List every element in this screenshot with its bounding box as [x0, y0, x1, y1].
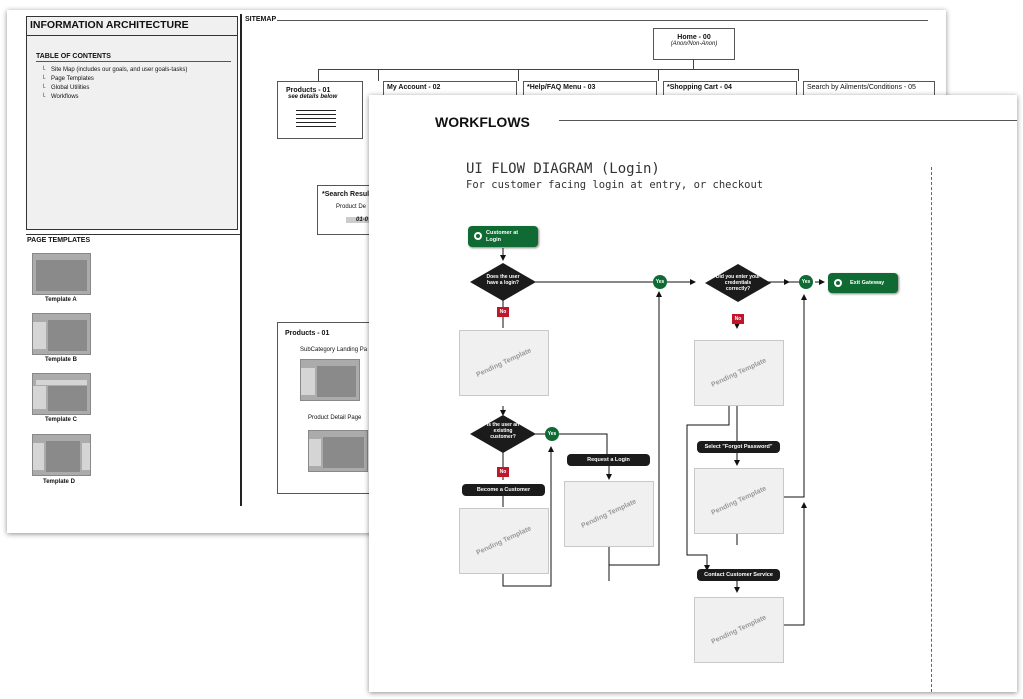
connector [518, 69, 519, 81]
decision-diamond-3[interactable] [705, 264, 771, 302]
search-results-sub: Product De [336, 204, 367, 210]
no-badge: No [497, 307, 509, 317]
toc-item[interactable]: Global Utilities [51, 85, 90, 91]
flow-connectors [500, 248, 825, 626]
request-login-step[interactable]: Request a Login [567, 454, 650, 466]
connector [693, 59, 694, 69]
home-label: Home - 00 [677, 34, 711, 41]
workflows-rule [559, 120, 1017, 121]
template-d-label: Template D [43, 479, 75, 485]
connector [378, 69, 379, 81]
no-badge: No [732, 314, 744, 324]
products-label: Products - 01 [286, 87, 331, 94]
subcategory-thumbnail[interactable] [300, 359, 360, 401]
left-panel-divider [26, 234, 240, 235]
template-b-thumbnail[interactable] [32, 313, 91, 355]
ia-title: INFORMATION ARCHITECTURE [30, 19, 189, 31]
pending-template[interactable]: Pending Template [459, 330, 549, 396]
search-results-label: *Search Result [322, 191, 372, 198]
products-detail-item: SubCategory Landing Pa [300, 347, 368, 353]
products-node[interactable]: Products - 01 see details below [277, 81, 363, 139]
start-icon [474, 232, 482, 240]
pending-template[interactable]: Pending Template [694, 597, 784, 663]
template-a-label: Template A [45, 297, 77, 303]
decision-1-label: Does the user have a login? [486, 274, 520, 286]
connector [378, 69, 798, 70]
toc-branch-marks: └└└└ [41, 67, 46, 100]
connector [798, 69, 799, 81]
workflows-title: WORKFLOWS [435, 114, 530, 130]
yes-badge: Yes [799, 275, 813, 289]
become-customer-step[interactable]: Become a Customer [462, 484, 545, 496]
decision-diamond-2[interactable] [470, 415, 536, 453]
toc-item[interactable]: Page Templates [51, 76, 94, 82]
product-detail-thumbnail[interactable] [308, 430, 368, 472]
help-label: *Help/FAQ Menu - 03 [527, 84, 596, 91]
title-divider [27, 35, 237, 36]
contact-service-step[interactable]: Contact Customer Service [697, 569, 780, 581]
yes-badge: Yes [653, 275, 667, 289]
pending-template[interactable]: Pending Template [459, 508, 549, 574]
cart-label: *Shopping Cart - 04 [667, 84, 732, 91]
search-results-code: 01-0 [346, 217, 388, 223]
products-detail-node[interactable]: Products - 01 SubCategory Landing Pa Pro… [277, 322, 370, 494]
template-b-label: Template B [45, 357, 77, 363]
products-note: see details below [288, 94, 338, 100]
workflows-sheet: WORKFLOWS UI FLOW DIAGRAM (Login) For cu… [369, 95, 1017, 692]
my-account-label: My Account - 02 [387, 84, 441, 91]
template-c-label: Template C [45, 417, 77, 423]
connector [318, 69, 319, 81]
exit-icon [834, 279, 842, 287]
search-results-node[interactable]: *Search Result Product De 01-0 [317, 185, 388, 235]
sitemap-title: SITEMAP [245, 16, 277, 23]
margin-guide [931, 167, 932, 692]
ia-title-box: INFORMATION ARCHITECTURE TABLE OF CONTEN… [26, 16, 238, 230]
ailments-label: Search by Ailments/Conditions - 05 [807, 84, 916, 91]
text-lines-icon [296, 110, 336, 128]
toc-title: TABLE OF CONTENTS [36, 53, 111, 60]
connector [658, 69, 659, 81]
toc-divider [36, 61, 231, 62]
toc-item[interactable]: Site Map (includes our goals, and user g… [51, 67, 188, 73]
decision-3-label: Did you enter your credentials correctly… [715, 274, 761, 292]
products-detail-item: Product Detail Page [308, 415, 362, 421]
template-a-thumbnail[interactable] [32, 253, 91, 295]
start-label: Customer at Login [486, 230, 519, 243]
pending-template[interactable]: Pending Template [694, 468, 784, 534]
exit-node[interactable]: Exit Gateway [828, 273, 898, 293]
pending-template[interactable]: Pending Template [694, 340, 784, 406]
pending-template[interactable]: Pending Template [564, 481, 654, 547]
home-sub: (Anon/Non-Anon) [670, 41, 718, 47]
forgot-password-step[interactable]: Select "Forgot Password" [697, 441, 780, 453]
sitemap-rule [277, 20, 928, 21]
yes-badge: Yes [545, 427, 559, 441]
start-node[interactable]: Customer at Login [468, 226, 538, 247]
template-c-thumbnail[interactable] [32, 373, 91, 415]
decision-diamond-1[interactable] [470, 263, 536, 301]
diagram-title: UI FLOW DIAGRAM (Login) [466, 161, 660, 177]
toc-item[interactable]: Workflows [51, 94, 79, 100]
template-d-thumbnail[interactable] [32, 434, 91, 476]
decision-2-label: Is the user an existing customer? [486, 422, 520, 440]
diagram-subtitle: For customer facing login at entry, or c… [466, 179, 764, 191]
no-badge: No [497, 467, 509, 477]
page-templates-title: PAGE TEMPLATES [27, 237, 91, 244]
vertical-divider [240, 14, 242, 506]
home-node[interactable]: Home - 00 (Anon/Non-Anon) [653, 28, 735, 60]
exit-label: Exit Gateway [850, 280, 885, 286]
products-detail-title: Products - 01 [285, 330, 330, 337]
connector [318, 69, 378, 70]
